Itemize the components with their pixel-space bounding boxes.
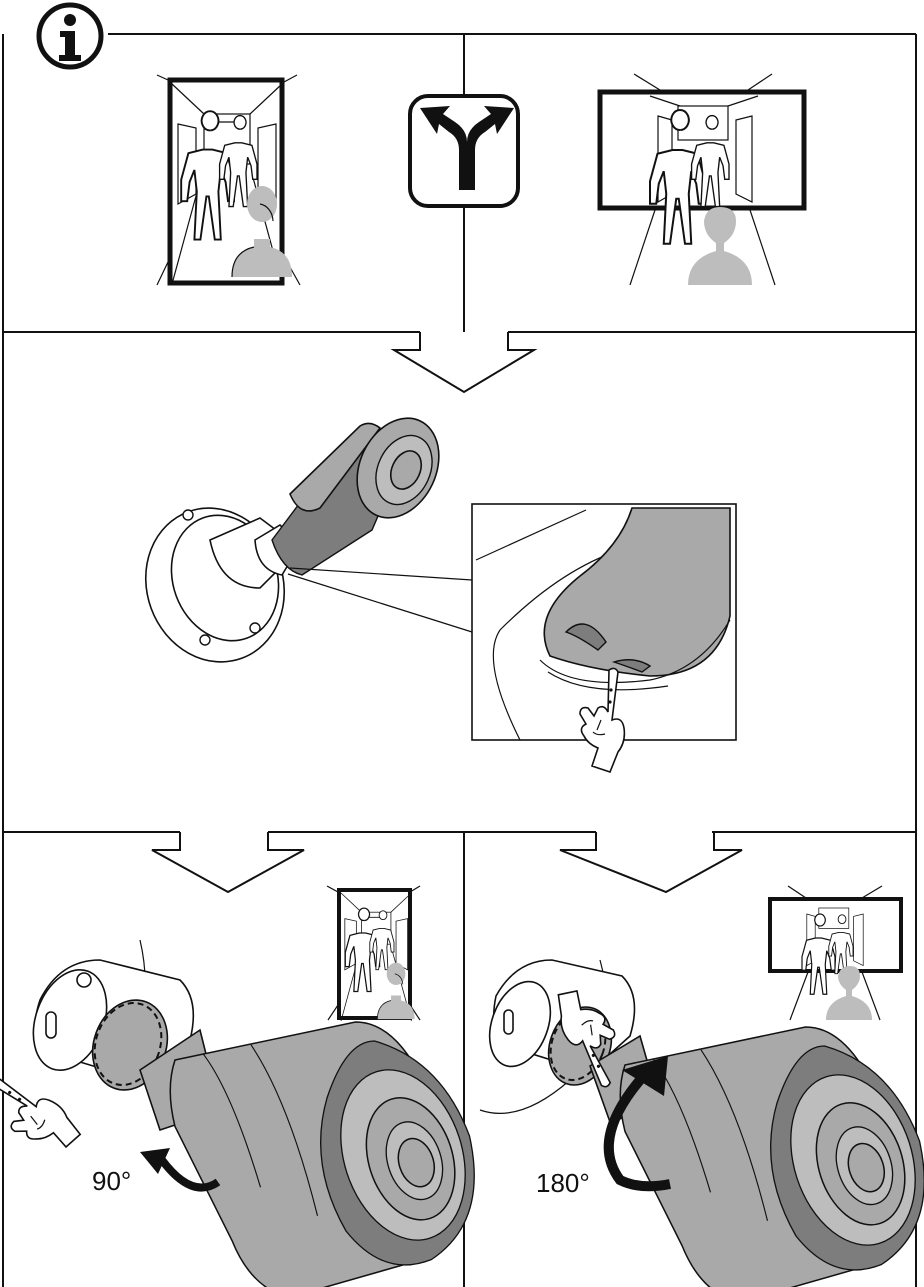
landscape-corridor-view-top bbox=[600, 74, 804, 285]
rotation-ring-detail bbox=[472, 504, 736, 772]
down-arrow-left bbox=[152, 832, 304, 892]
portrait-corridor-view-top bbox=[157, 75, 300, 285]
angle-label-90: 90° bbox=[92, 1166, 131, 1196]
landscape-corridor-view-right bbox=[770, 886, 901, 1020]
fork-arrow-icon bbox=[410, 96, 518, 206]
angle-label-180: 180° bbox=[536, 1168, 590, 1198]
info-icon bbox=[39, 5, 101, 67]
bullet-camera bbox=[124, 405, 472, 682]
down-arrow-step2 bbox=[394, 332, 534, 392]
camera-rotate-90: 90° bbox=[0, 940, 486, 1287]
portrait-corridor-view-left bbox=[327, 886, 420, 1021]
down-arrow-right bbox=[560, 832, 742, 892]
